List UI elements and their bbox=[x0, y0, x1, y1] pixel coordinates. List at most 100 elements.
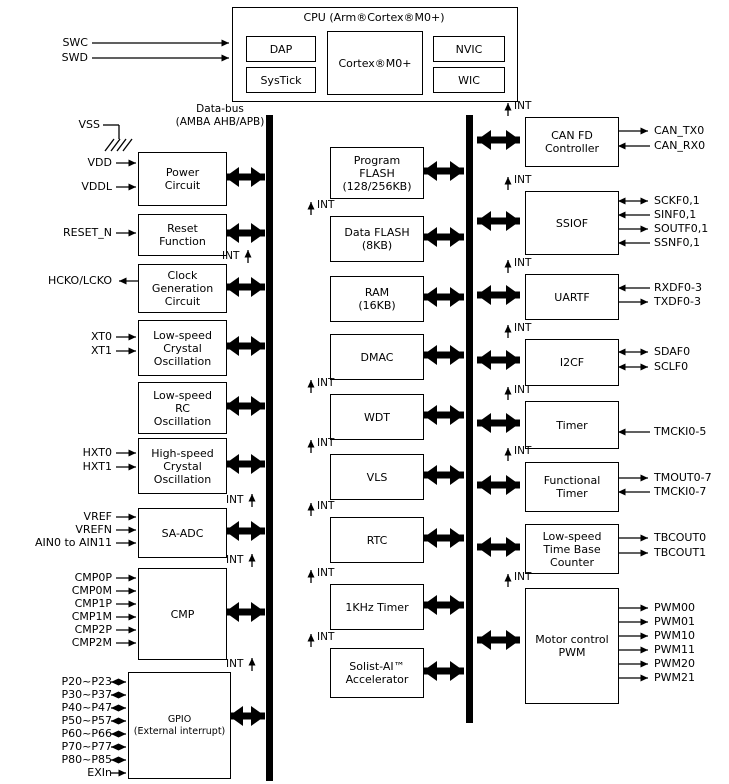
pin-sinf: SINF0,1 bbox=[654, 208, 697, 221]
pin-can-rx0: CAN_RX0 bbox=[654, 139, 706, 152]
pin-vss: VSS bbox=[78, 118, 101, 131]
int-label: INT bbox=[514, 322, 532, 334]
pin-hcko-lcko: HCKO/LCKO bbox=[47, 274, 112, 287]
block-motor-control-pwm: Motor control PWM bbox=[525, 588, 619, 704]
data-bus-detail: (AMBA AHB/APB) bbox=[175, 116, 265, 128]
block-solist-ai-accelerator: Solist-AI™ Accelerator bbox=[330, 648, 424, 698]
pin-rxdf: RXDF0-3 bbox=[654, 281, 702, 294]
block-low-speed-time-base-counter: Low-speed Time Base Counter bbox=[525, 524, 619, 574]
pin-sdaf0: SDAF0 bbox=[654, 345, 691, 358]
pin-p60-p66: P60~P66 bbox=[61, 727, 112, 740]
int-label: INT bbox=[317, 437, 335, 449]
int-label: INT bbox=[317, 377, 335, 389]
int-label: INT bbox=[226, 554, 244, 566]
int-label: INT bbox=[514, 384, 532, 396]
pin-xt0: XT0 bbox=[90, 330, 112, 343]
pin-tmcki0-7: TMCKI0-7 bbox=[654, 485, 707, 498]
int-label: INT bbox=[226, 494, 244, 506]
pin-cmp2m: CMP2M bbox=[71, 636, 112, 649]
block-functional-timer: Functional Timer bbox=[525, 462, 619, 512]
pin-sclf0: SCLF0 bbox=[654, 360, 689, 373]
int-label: INT bbox=[226, 658, 244, 670]
pin-ssnf: SSNF0,1 bbox=[654, 236, 701, 249]
block-cmp: CMP bbox=[138, 568, 227, 660]
pin-p80-p85: P80~P85 bbox=[61, 753, 112, 766]
pin-hxt1: HXT1 bbox=[82, 460, 112, 473]
pin-p50-p57: P50~P57 bbox=[61, 714, 112, 727]
block-sa-adc: SA-ADC bbox=[138, 508, 227, 558]
int-label: INT bbox=[514, 100, 532, 112]
block-timer: Timer bbox=[525, 401, 619, 449]
signal-wires bbox=[92, 39, 650, 777]
pin-cmp0m: CMP0M bbox=[71, 584, 112, 597]
block-cortex-m0plus: Cortex®M0+ bbox=[327, 31, 423, 95]
block-nvic: NVIC bbox=[433, 36, 505, 62]
int-label: INT bbox=[514, 174, 532, 186]
pin-tmcki0-5: TMCKI0-5 bbox=[654, 425, 707, 438]
pin-p40-p47: P40~P47 bbox=[61, 701, 112, 714]
pin-vddl: VDDL bbox=[81, 180, 112, 193]
int-label: INT bbox=[317, 567, 335, 579]
bus-connection-arrows bbox=[225, 130, 520, 726]
block-program-flash: Program FLASH (128/256KB) bbox=[330, 147, 424, 199]
block-reset-function: Reset Function bbox=[138, 214, 227, 256]
pin-p20-p23: P20~P23 bbox=[61, 675, 112, 688]
block-rtc: RTC bbox=[330, 517, 424, 563]
pin-sckf: SCKF0,1 bbox=[654, 194, 700, 207]
data-bus-label: Data-bus (AMBA AHB/APB) bbox=[166, 103, 274, 129]
block-power-circuit: Power Circuit bbox=[138, 152, 227, 206]
ground-symbol bbox=[103, 124, 133, 152]
block-ssiof: SSIOF bbox=[525, 191, 619, 255]
block-gpio: GPIO (External interrupt) bbox=[128, 672, 231, 779]
block-wdt: WDT bbox=[330, 394, 424, 440]
block-uartf: UARTF bbox=[525, 274, 619, 320]
pin-ain0-ain11: AIN0 to AIN11 bbox=[34, 536, 112, 549]
pin-pwm21: PWM21 bbox=[654, 671, 695, 684]
interrupt-arrows bbox=[244, 103, 512, 671]
pin-cmp1m: CMP1M bbox=[71, 610, 112, 623]
int-label: INT bbox=[317, 199, 335, 211]
pin-txdf: TXDF0-3 bbox=[654, 295, 702, 308]
pin-swc: SWC bbox=[62, 36, 88, 49]
pin-pwm10: PWM10 bbox=[654, 629, 695, 642]
block-low-speed-crystal-osc: Low-speed Crystal Oscillation bbox=[138, 320, 227, 376]
int-label: INT bbox=[514, 257, 532, 269]
pin-soutf: SOUTF0,1 bbox=[654, 222, 709, 235]
pin-cmp1p: CMP1P bbox=[74, 597, 112, 610]
pin-can-tx0: CAN_TX0 bbox=[654, 124, 705, 137]
int-label: INT bbox=[514, 445, 532, 457]
pin-pwm01: PWM01 bbox=[654, 615, 695, 628]
pin-vrefn: VREFN bbox=[75, 523, 112, 536]
cpu-title: CPU (Arm®Cortex®M0+) bbox=[303, 11, 445, 24]
pin-p30-p37: P30~P37 bbox=[61, 688, 112, 701]
int-label: INT bbox=[317, 631, 335, 643]
pin-exin: EXIn bbox=[87, 766, 112, 779]
pin-hxt0: HXT0 bbox=[82, 446, 112, 459]
int-label: INT bbox=[317, 500, 335, 512]
pin-pwm00: PWM00 bbox=[654, 601, 695, 614]
pin-vdd: VDD bbox=[87, 156, 112, 169]
block-can-fd-controller: CAN FD Controller bbox=[525, 117, 619, 167]
block-ram: RAM (16KB) bbox=[330, 276, 424, 322]
pin-vref: VREF bbox=[83, 510, 112, 523]
block-i2cf: I2CF bbox=[525, 339, 619, 386]
block-systick: SysTick bbox=[246, 67, 316, 93]
data-bus-name: Data-bus bbox=[196, 103, 244, 115]
int-label: INT bbox=[514, 571, 532, 583]
block-vls: VLS bbox=[330, 454, 424, 500]
block-1khz-timer: 1KHz Timer bbox=[330, 584, 424, 630]
block-dmac: DMAC bbox=[330, 334, 424, 380]
block-low-speed-rc-osc: Low-speed RC Oscillation bbox=[138, 382, 227, 434]
block-high-speed-crystal-osc: High-speed Crystal Oscillation bbox=[138, 438, 227, 494]
block-clock-generation: Clock Generation Circuit bbox=[138, 264, 227, 313]
pin-pwm11: PWM11 bbox=[654, 643, 695, 656]
pin-tmout0-7: TMOUT0-7 bbox=[654, 471, 712, 484]
block-wic: WIC bbox=[433, 67, 505, 93]
pin-swd: SWD bbox=[61, 51, 88, 64]
block-data-flash: Data FLASH (8KB) bbox=[330, 216, 424, 262]
pin-pwm20: PWM20 bbox=[654, 657, 695, 670]
pin-cmp2p: CMP2P bbox=[74, 623, 112, 636]
pin-reset-n: RESET_N bbox=[63, 226, 112, 239]
